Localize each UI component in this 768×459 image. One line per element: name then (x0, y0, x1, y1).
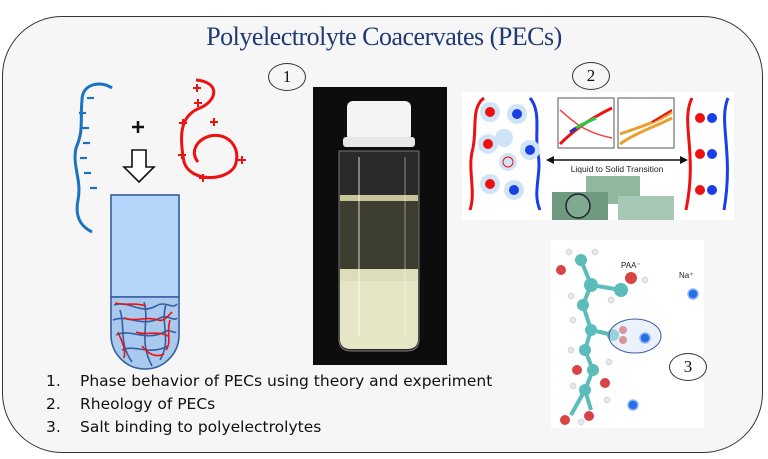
down-arrow-icon (122, 149, 156, 184)
section-number-3: 3 (669, 353, 707, 381)
page-title: Polyelectrolyte Coacervates (PECs) (206, 22, 562, 51)
negative-charge-icons (79, 96, 97, 190)
plus-icon (132, 121, 144, 133)
salt-binding-panel: PAA⁻ Na⁺ (551, 240, 704, 428)
ion-pair-icons (695, 113, 717, 195)
sodium-ion-icons (627, 288, 699, 411)
section-number-2: 2 (572, 62, 610, 90)
list-item: 3.Salt binding to polyelectrolytes (46, 418, 322, 436)
hydrogen-atoms (565, 248, 649, 426)
entangled-chains (112, 301, 178, 367)
list-item: 2.Rheology of PECs (46, 395, 216, 413)
hydrated-ion-icons (478, 102, 540, 200)
transition-label: Liquid to Solid Transition (571, 164, 664, 174)
research-topics-list: 1.Phase behavior of PECs using theory an… (46, 370, 492, 439)
rheology-panel: Liquid to Solid Transition (462, 92, 734, 220)
na-label: Na⁺ (679, 271, 693, 280)
carbon-atoms (575, 254, 628, 396)
vial-photo (313, 87, 447, 365)
tube-supernatant (110, 194, 180, 298)
list-item: 1.Phase behavior of PECs using theory an… (46, 372, 493, 390)
polyelectrolyte-mixing-schematic (73, 78, 246, 370)
binding-site-highlight (608, 318, 662, 354)
section-number-1: 1 (268, 63, 306, 91)
positive-charge-icons (178, 84, 246, 182)
polycation-chain (179, 78, 239, 179)
paa-label: PAA⁻ (621, 261, 641, 270)
polyanion-chain (73, 82, 113, 234)
